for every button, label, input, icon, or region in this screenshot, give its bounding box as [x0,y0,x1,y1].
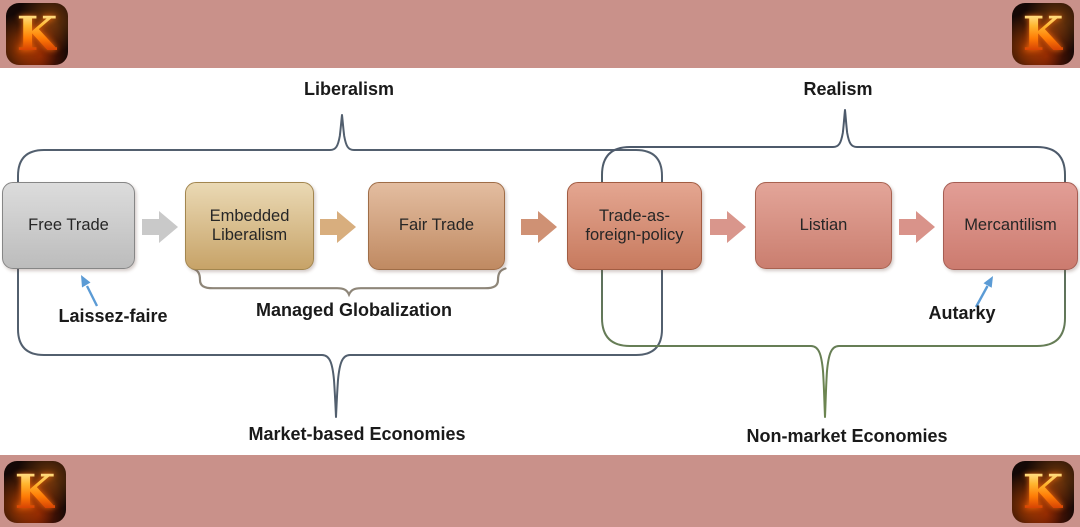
logo-letter: K [14,464,56,520]
flaming-k-logo-top-left: K [6,3,68,65]
logo-letter: K [1022,6,1064,62]
label-laissez-faire: Laissez-faire [58,306,168,326]
label-liberalism: Liberalism [303,79,395,99]
laissez-faire-pointer-arrow [81,275,99,307]
managed-globalization-brace [191,267,507,298]
label-non-market-economies: Non-market Economies [746,426,948,446]
top-banner-bar [0,0,1080,68]
box-label: Embedded Liberalism [209,206,290,244]
box-fair-trade: Fair Trade [368,182,505,270]
label-realism: Realism [803,79,873,99]
flow-arrow-2 [320,211,356,243]
flaming-k-logo-bottom-right: K [1012,461,1074,523]
box-label: Fair Trade [398,216,475,235]
box-label: Mercantilism [964,216,1057,235]
box-label: Listian [799,215,848,234]
box-trade-as-foreign-policy: Trade-as-foreign-policy [567,182,702,270]
flaming-k-logo-top-right: K [1012,3,1074,65]
label-market-based-economies: Market-based Economies [248,424,466,444]
flow-arrow-3 [521,211,557,243]
bottom-banner-bar [0,455,1080,527]
box-label: Trade-as-foreign-policy [585,206,684,244]
box-label: Free Trade [28,215,109,234]
flow-arrow-4 [710,211,746,243]
flaming-k-logo-bottom-left: K [4,461,66,523]
box-free-trade: Free Trade [2,182,135,269]
flow-arrow-1 [142,211,178,243]
box-embedded-liberalism: Embedded Liberalism [185,182,314,270]
logo-letter: K [1022,464,1064,520]
label-autarky: Autarky [928,303,996,323]
label-managed-globalization: Managed Globalization [255,300,453,320]
box-listian: Listian [755,182,892,269]
logo-letter: K [16,6,58,62]
flow-arrow-5 [899,211,935,243]
box-mercantilism: Mercantilism [943,182,1078,270]
